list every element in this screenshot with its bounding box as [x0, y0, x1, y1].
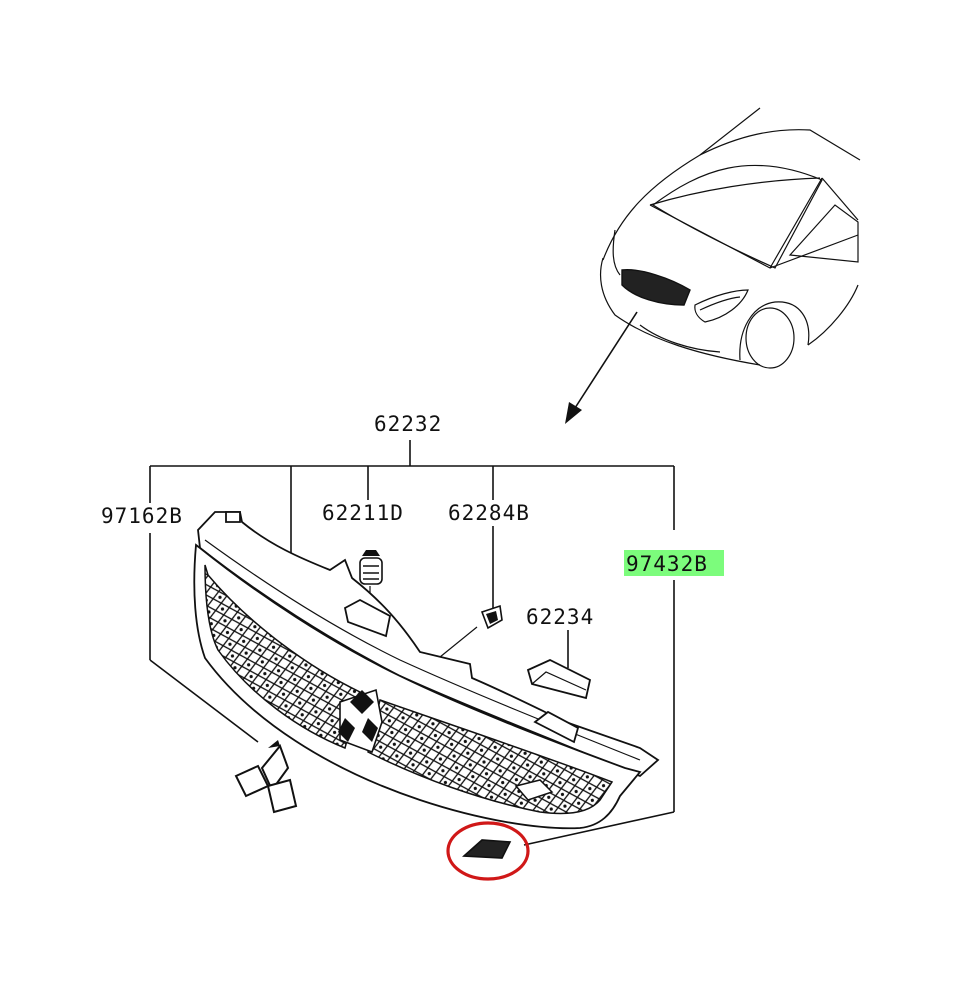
emblem-97162b — [234, 740, 298, 814]
label-62234: 62234 — [526, 605, 594, 629]
label-97162b: 97162B — [101, 504, 183, 528]
direction-arrow — [565, 311, 638, 424]
label-62284b: 62284B — [448, 501, 530, 525]
label-62211d: 62211D — [322, 501, 404, 525]
grille-insert-piece — [446, 821, 530, 881]
leader-lines — [149, 440, 675, 846]
grille-assembly — [193, 511, 660, 830]
car-illustration — [600, 107, 861, 369]
label-97432b-highlight — [624, 550, 724, 576]
screw-62284b — [480, 604, 503, 630]
label-62232: 62232 — [374, 412, 442, 436]
part-labels: 62232 97162B 62211D 62284B 97432B 62234 — [101, 412, 724, 629]
highlight-circle — [446, 821, 530, 881]
clip-62211d — [359, 550, 383, 585]
bracket-62234 — [526, 659, 592, 700]
label-97432b: 97432B — [626, 552, 708, 576]
